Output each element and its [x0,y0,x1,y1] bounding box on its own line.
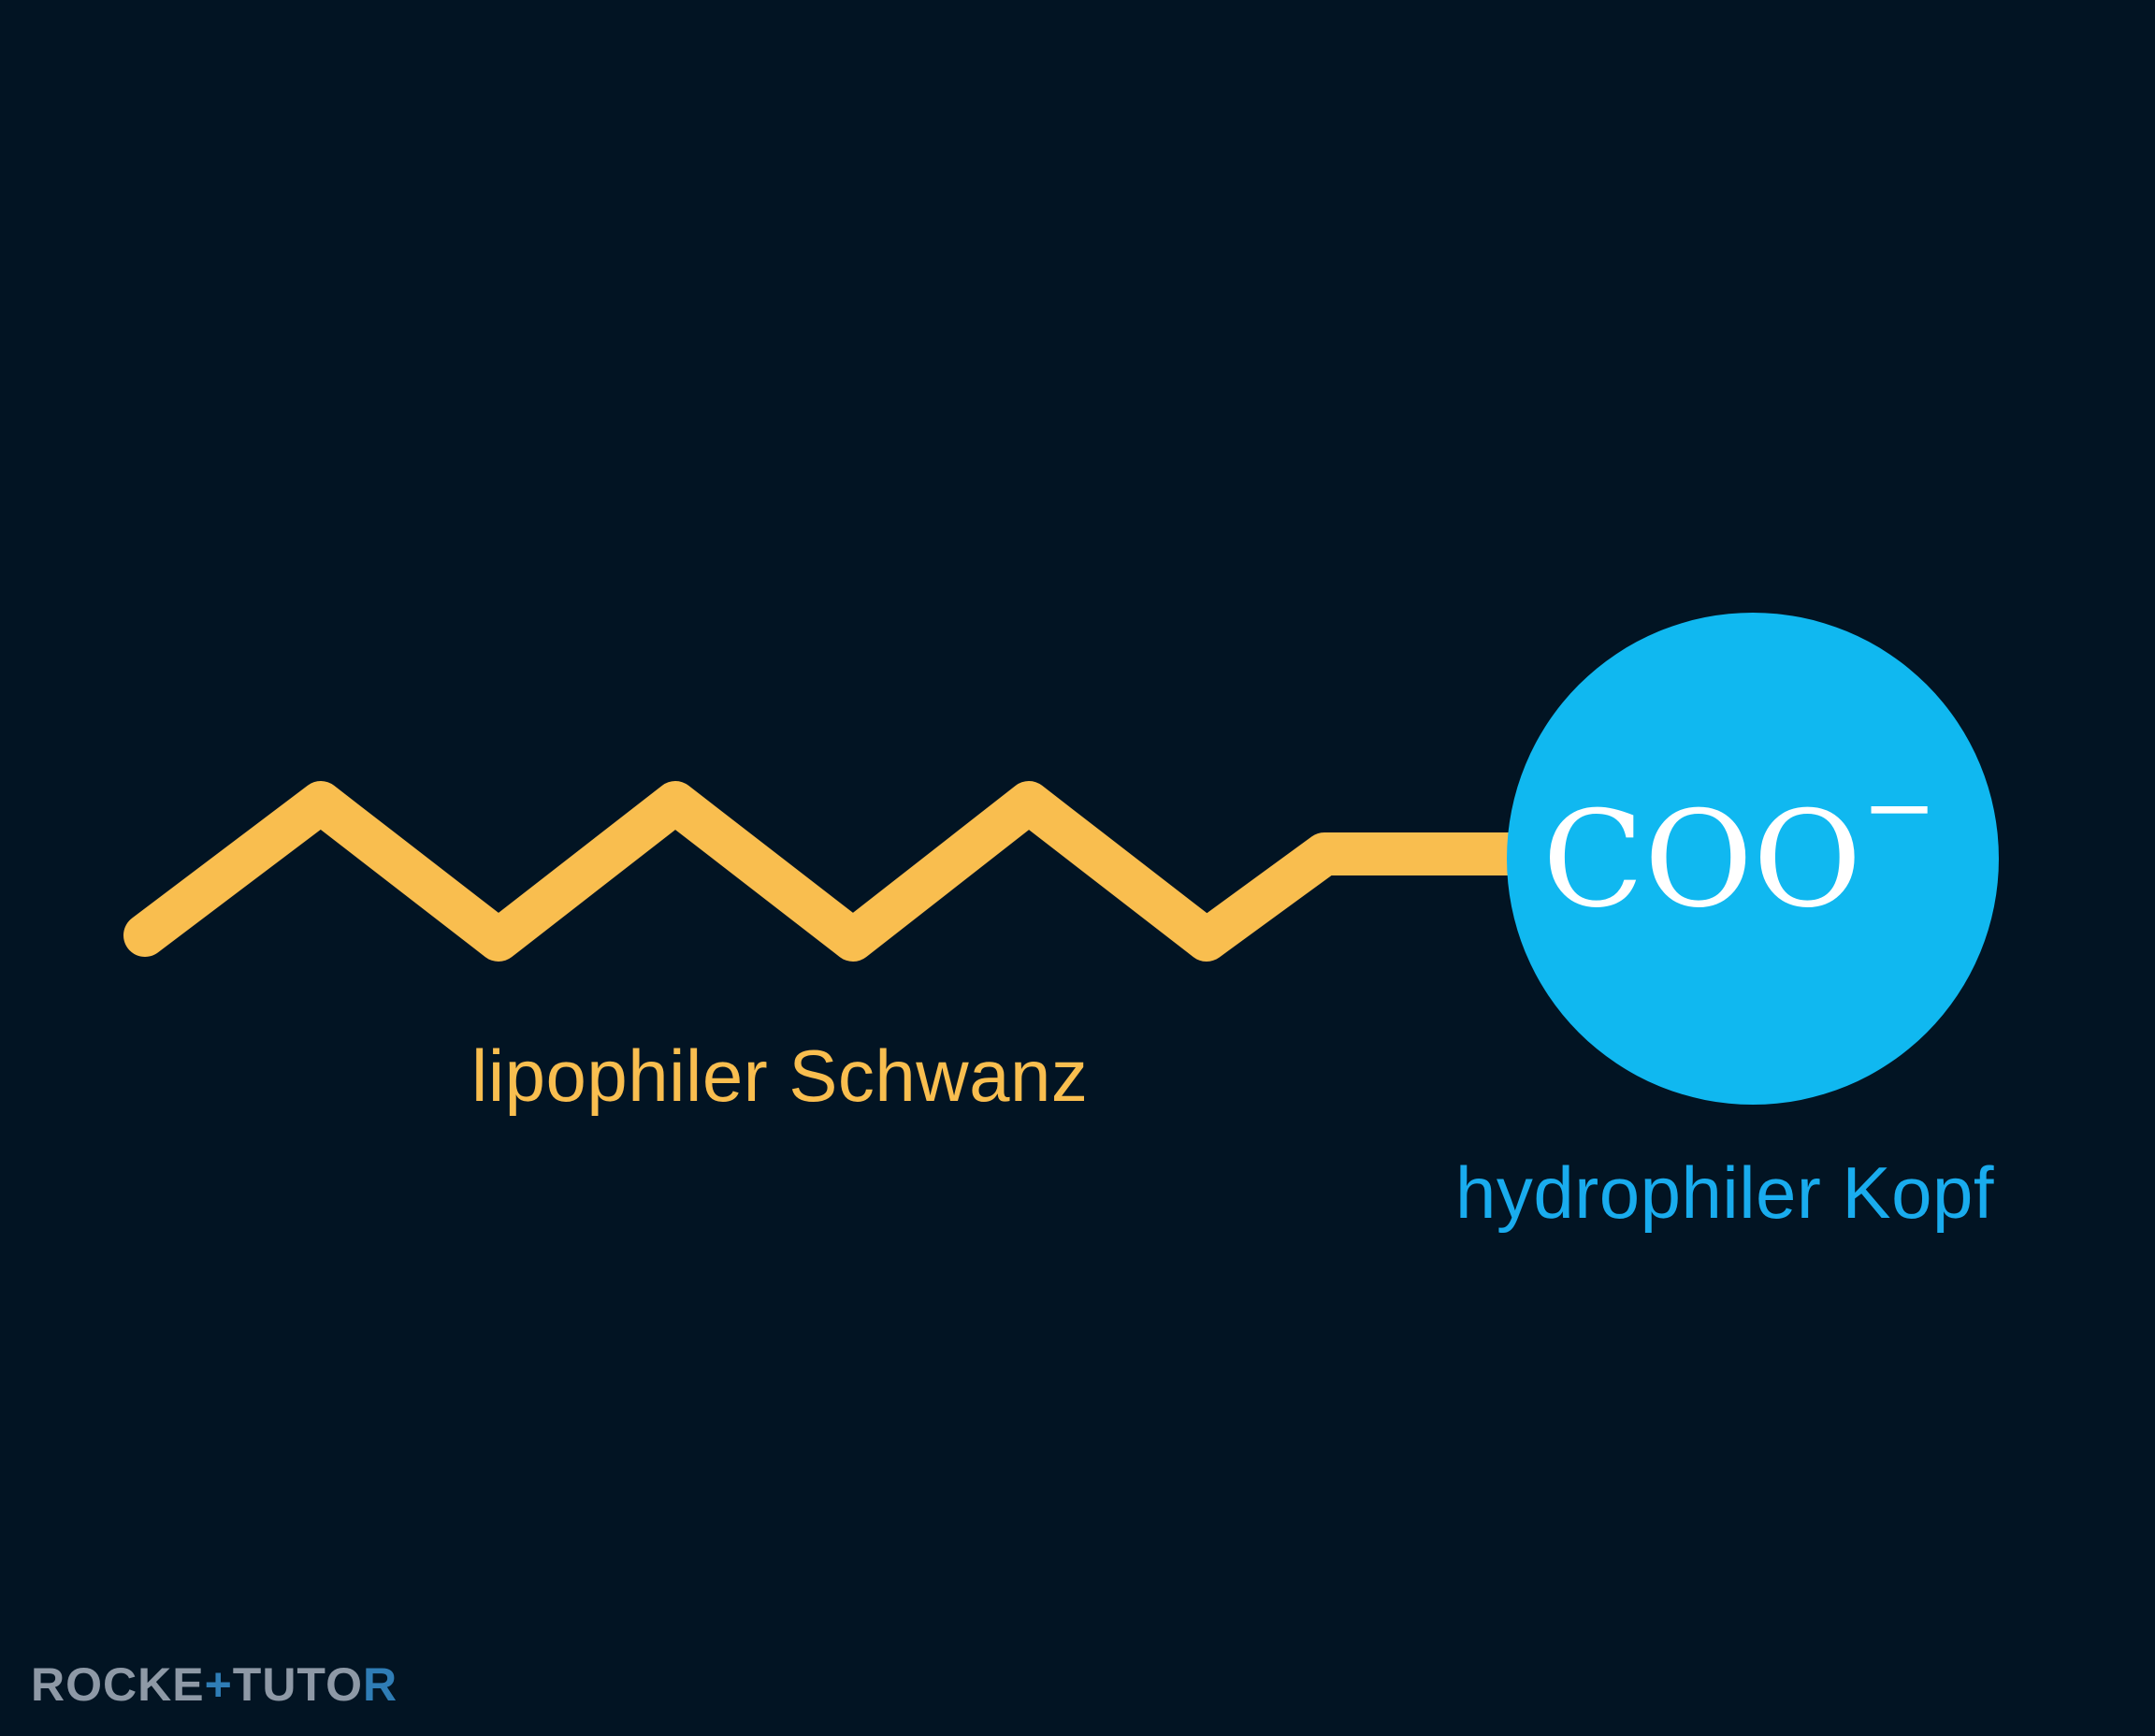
tail-label: lipophiler Schwanz [471,1034,1089,1117]
head-charge: − [1862,755,1937,860]
lipophilic-tail-chain [123,781,1555,962]
logo-part-1: ROCKE [31,1658,205,1711]
logo-accent-2: R [362,1658,398,1711]
brand-logo: ROCKE+TUTOR [31,1657,398,1712]
logo-part-2: TUTO [232,1658,363,1711]
head-formula-text: COO [1542,783,1861,937]
head-label: hydrophiler Kopf [1455,1151,1995,1234]
hydrophilic-head-circle [1507,613,1999,1105]
logo-accent-1: + [204,1658,233,1711]
head-formula: COO− [1542,755,1937,937]
